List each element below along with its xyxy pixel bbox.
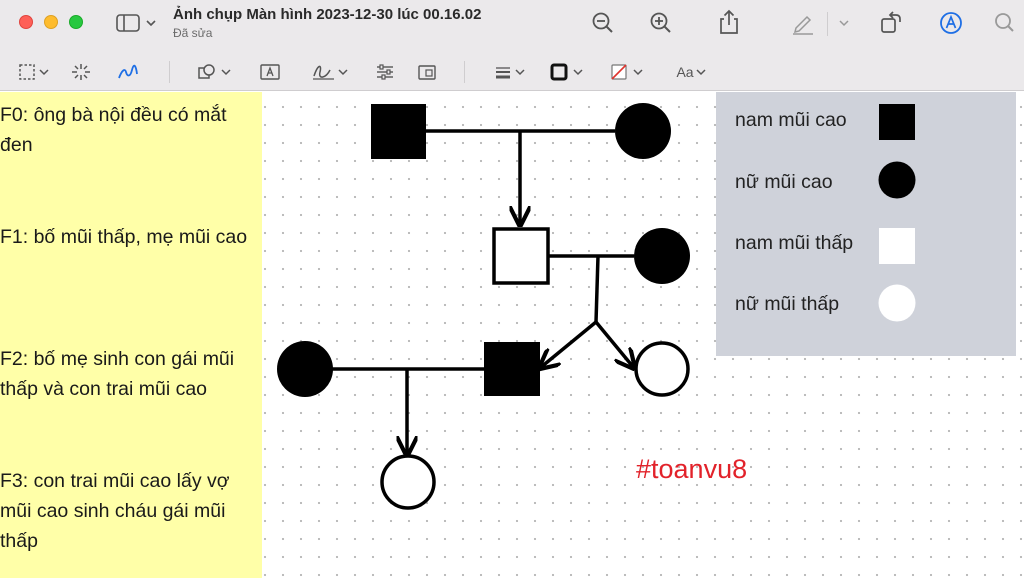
close-window-button[interactable] bbox=[19, 15, 33, 29]
window-subtitle: Đã sửa bbox=[173, 26, 213, 40]
f0-grandmother-symbol bbox=[615, 103, 671, 159]
border-color-button[interactable] bbox=[548, 62, 588, 82]
shape-style-button[interactable] bbox=[492, 62, 528, 82]
f2-wife-symbol bbox=[277, 341, 333, 397]
no-fill-icon bbox=[611, 64, 643, 80]
f1-descent-line bbox=[594, 255, 600, 323]
rotate-button[interactable] bbox=[877, 9, 905, 37]
pen-icon bbox=[793, 15, 813, 35]
legend-filled-square bbox=[879, 104, 915, 140]
legend-label-male-high: nam mũi cao bbox=[735, 109, 847, 131]
zoom-in-icon bbox=[650, 12, 671, 33]
share-button[interactable] bbox=[716, 8, 742, 36]
highlight-options-button[interactable] bbox=[836, 15, 852, 31]
text-box-icon bbox=[260, 64, 280, 80]
zoom-in-button[interactable] bbox=[648, 10, 674, 36]
shapes-button[interactable] bbox=[196, 62, 236, 82]
text-box-button[interactable] bbox=[258, 62, 282, 82]
window-title: Ảnh chụp Màn hình 2023-12-30 lúc 00.16.0… bbox=[173, 6, 482, 23]
shapes-icon bbox=[198, 64, 231, 79]
f1-mother-symbol bbox=[634, 228, 690, 284]
sidebar-icon bbox=[116, 14, 156, 32]
sliders-icon bbox=[377, 64, 393, 80]
signature-icon bbox=[313, 65, 348, 80]
toolbar-divider bbox=[464, 61, 465, 83]
adjust-size-button[interactable] bbox=[416, 62, 438, 82]
legend-box[interactable]: nam mũi cao nữ mũi cao nam mũi thấp nữ m… bbox=[716, 92, 1016, 356]
note-box[interactable]: F0: ông bà nội đều có mắt đen F1: bố mũi… bbox=[0, 92, 262, 578]
resize-icon bbox=[418, 65, 436, 80]
f2-daughter-symbol bbox=[634, 341, 690, 397]
note-f2: F2: bố mẹ sinh con gái mũi thấp và con t… bbox=[0, 348, 235, 400]
watermark-text: #toanvu8 bbox=[636, 454, 748, 484]
f1-father-symbol bbox=[492, 227, 550, 285]
sketch-icon bbox=[118, 64, 138, 79]
f2-son-symbol bbox=[484, 342, 540, 396]
toolbar-divider bbox=[169, 61, 170, 83]
f1-arrow-to-son bbox=[540, 320, 598, 368]
image-canvas: F0: ông bà nội đều có mắt đen F1: bố mũi… bbox=[0, 92, 1024, 578]
search-button[interactable] bbox=[992, 10, 1018, 36]
note-f3: F3: con trai mũi cao lấy vợ mũi cao sinh… bbox=[0, 470, 230, 552]
adjust-color-button[interactable] bbox=[374, 62, 396, 82]
share-icon bbox=[720, 9, 738, 34]
search-icon bbox=[995, 13, 1014, 32]
f1-arrow-to-daughter bbox=[594, 320, 634, 368]
markup-toolbar: Aa bbox=[0, 52, 1024, 91]
legend-symbols bbox=[878, 104, 916, 322]
title-bar: Ảnh chụp Màn hình 2023-12-30 lúc 00.16.0… bbox=[0, 0, 1024, 52]
legend-filled-circle bbox=[878, 161, 916, 199]
pedigree-diagram bbox=[277, 103, 690, 510]
markup-icon bbox=[940, 12, 962, 34]
chevron-down-icon bbox=[696, 69, 706, 76]
rotate-icon bbox=[881, 11, 901, 33]
legend-white-circle bbox=[878, 284, 916, 322]
legend-white-square bbox=[879, 228, 915, 264]
zoom-out-button[interactable] bbox=[590, 10, 616, 36]
fill-color-button[interactable] bbox=[608, 62, 648, 82]
instant-alpha-button[interactable] bbox=[70, 62, 92, 82]
border-color-icon bbox=[550, 63, 583, 81]
instant-alpha-icon bbox=[72, 64, 90, 80]
f3-granddaughter-symbol bbox=[380, 454, 436, 510]
toolbar-divider bbox=[827, 12, 828, 36]
zoom-window-button[interactable] bbox=[69, 15, 83, 29]
line-style-icon bbox=[496, 67, 525, 79]
sketch-tool-button[interactable] bbox=[116, 62, 140, 82]
sidebar-toggle-button[interactable] bbox=[114, 12, 158, 34]
selection-tool-button[interactable] bbox=[16, 62, 60, 82]
chevron-down-icon bbox=[839, 20, 849, 27]
legend-label-male-low: nam mũi thấp bbox=[735, 232, 854, 254]
signature-button[interactable] bbox=[310, 62, 352, 82]
note-f0: F0: ông bà nội đều có mắt đen bbox=[0, 104, 227, 156]
legend-label-female-high: nữ mũi cao bbox=[735, 171, 833, 193]
markup-button[interactable] bbox=[937, 9, 965, 37]
highlight-button[interactable] bbox=[790, 10, 816, 36]
legend-label-female-low: nữ mũi thấp bbox=[735, 293, 840, 315]
rectangular-selection-icon bbox=[19, 64, 49, 80]
text-style-button[interactable]: Aa bbox=[672, 62, 712, 82]
note-f1: F1: bố mũi thấp, mẹ mũi cao bbox=[0, 226, 248, 248]
minimize-window-button[interactable] bbox=[44, 15, 58, 29]
zoom-out-icon bbox=[592, 12, 613, 33]
text-style-label: Aa bbox=[676, 64, 694, 80]
f0-grandfather-symbol bbox=[371, 104, 426, 159]
